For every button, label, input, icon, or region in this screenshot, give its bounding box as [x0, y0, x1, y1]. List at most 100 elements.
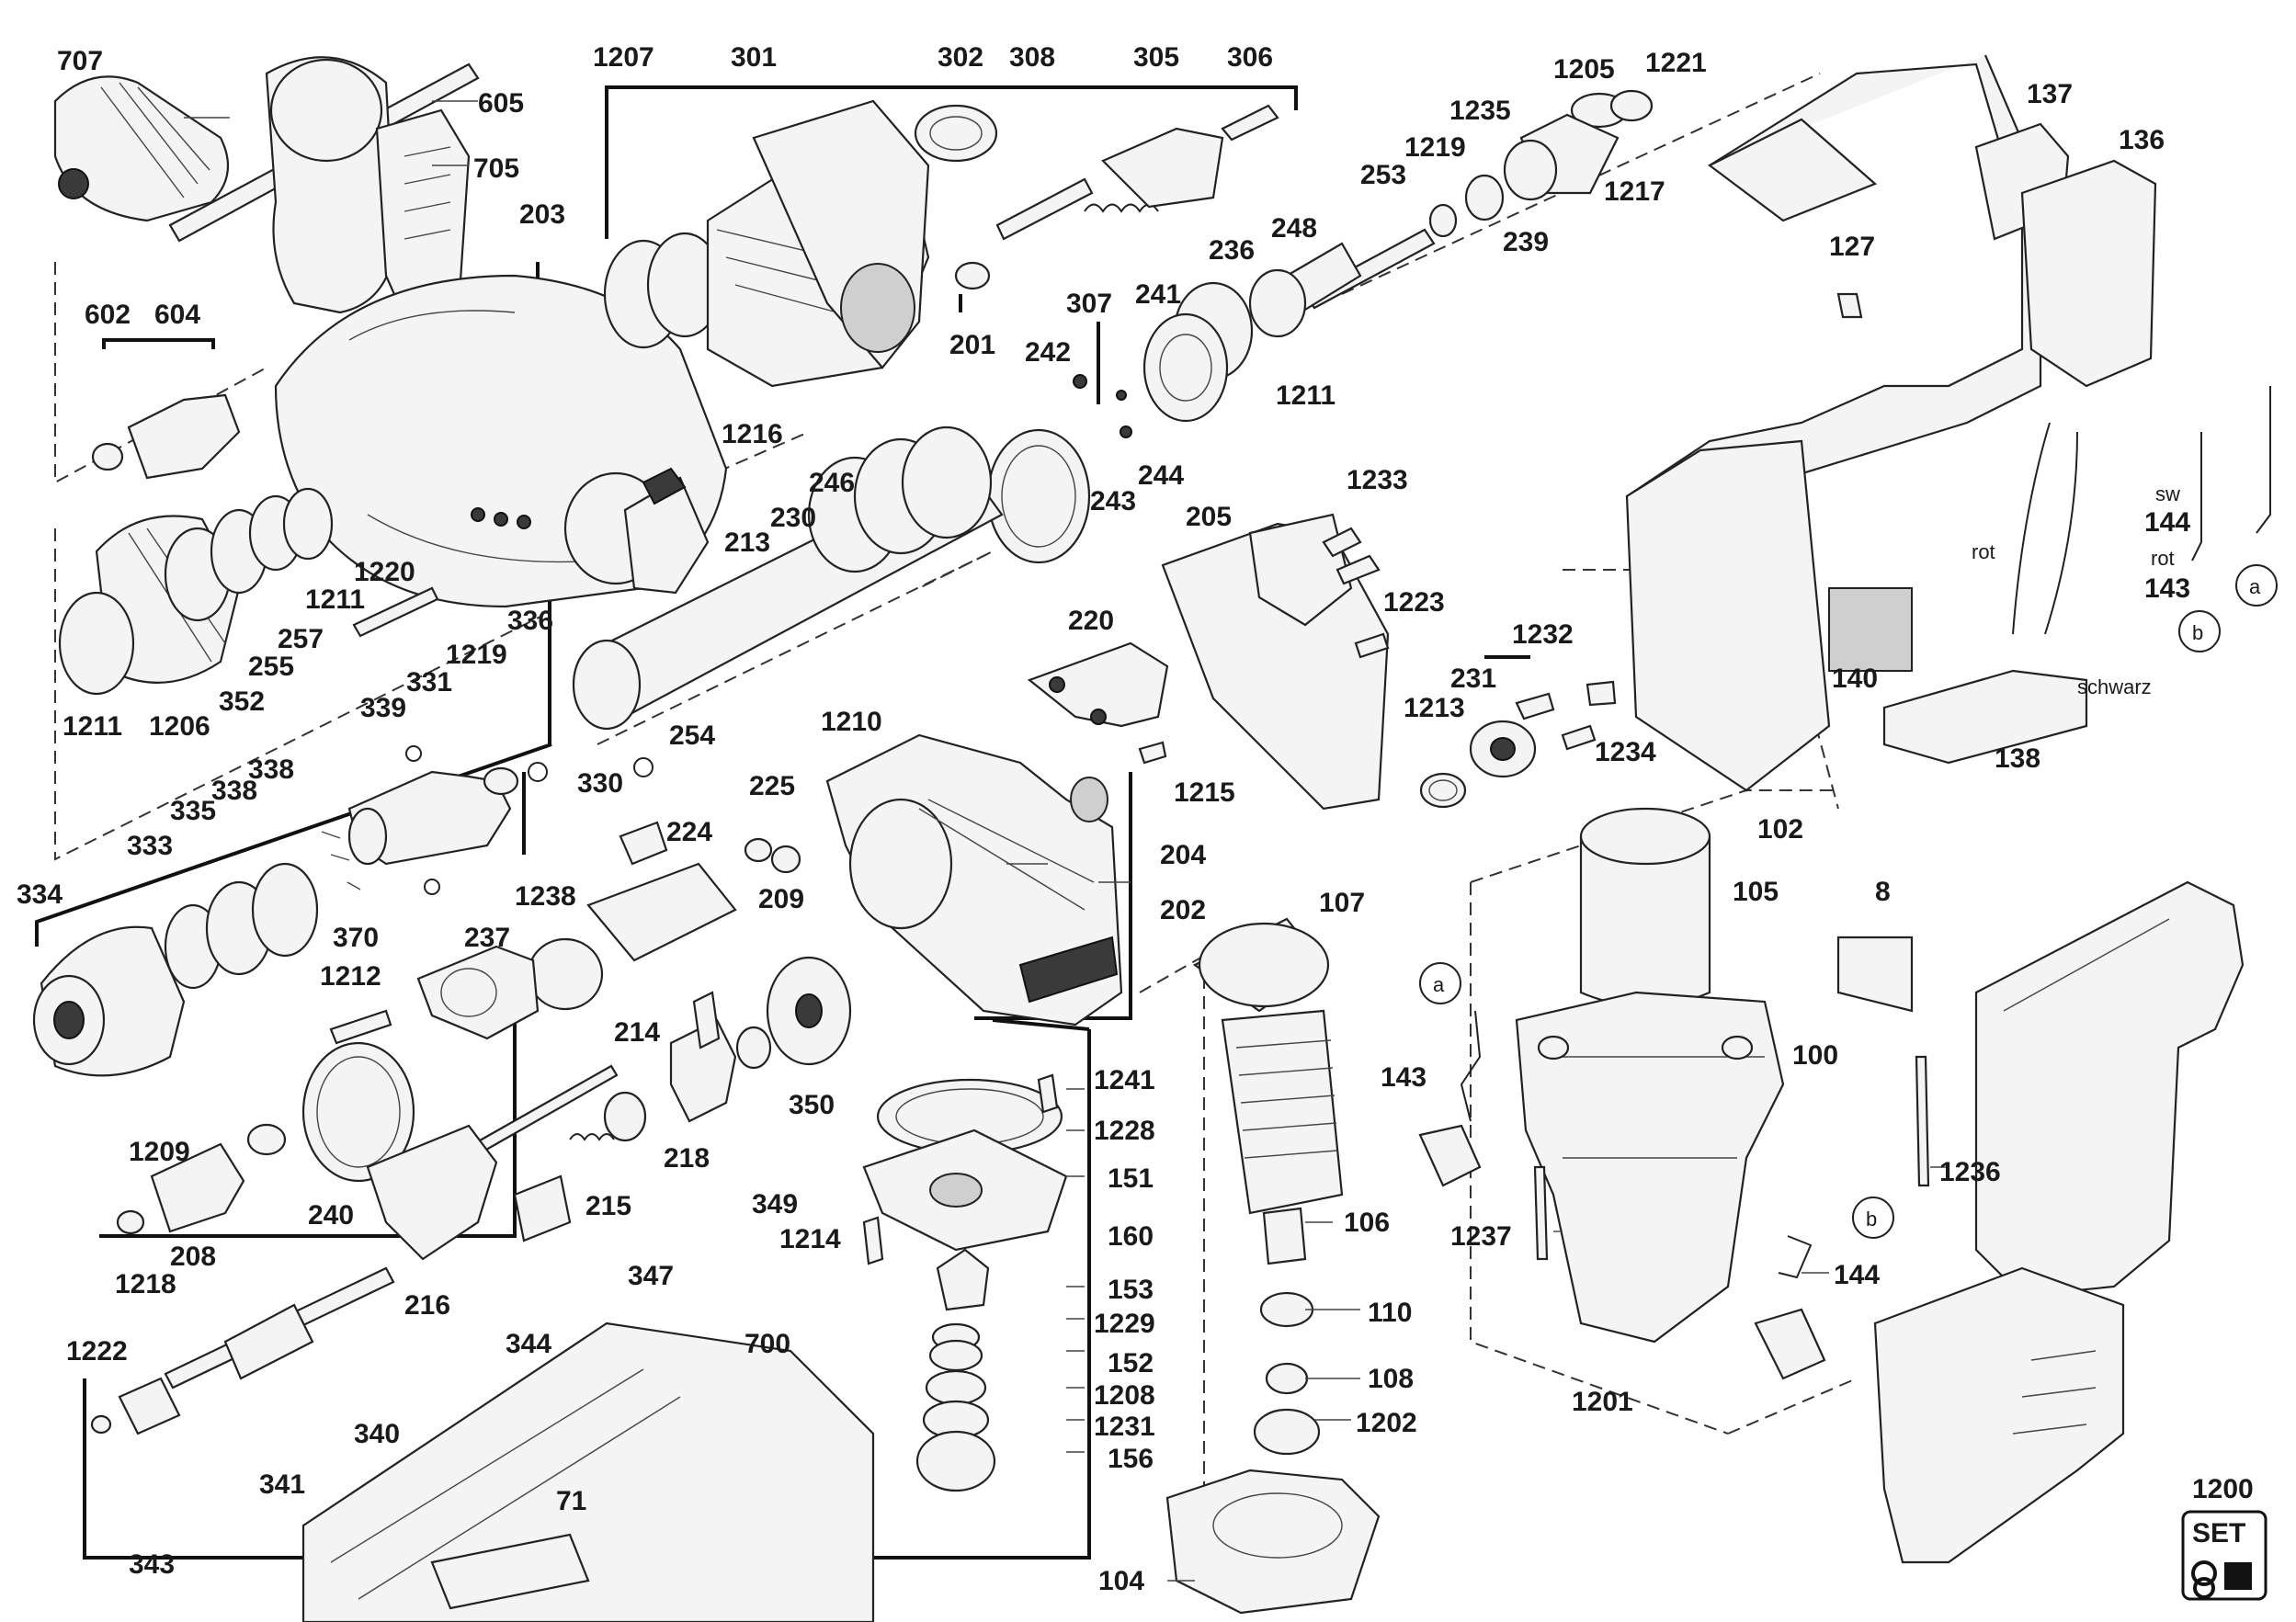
label-1207: 1207 [593, 42, 654, 73]
label-102: 102 [1757, 814, 1803, 845]
label-224: 224 [666, 817, 712, 847]
label-1211b: 1211 [305, 584, 365, 615]
ring-302 [914, 104, 998, 163]
cylinder-230 [572, 425, 1004, 777]
label-308: 308 [1009, 42, 1055, 73]
label-230: 230 [770, 503, 816, 533]
armature-107 [1165, 917, 1381, 1615]
label-1201: 1201 [1572, 1387, 1633, 1417]
label-140: 140 [1832, 664, 1878, 694]
intermediate-flange-301 [603, 99, 930, 388]
flange-231 [1419, 680, 1617, 809]
label-208: 208 [170, 1242, 216, 1272]
label-1222: 1222 [66, 1336, 128, 1367]
label-220: 220 [1068, 606, 1114, 636]
label-307: 307 [1066, 289, 1112, 319]
wire-label-rot-1: rot [1972, 540, 1995, 563]
label-335: 335 [170, 796, 216, 826]
label-160: 160 [1108, 1221, 1154, 1252]
label-339: 339 [360, 693, 406, 723]
label-1200: 1200 [2192, 1474, 2254, 1504]
label-1205: 1205 [1553, 54, 1615, 85]
label-255: 255 [248, 652, 294, 682]
stator-housing-100 [1515, 807, 1785, 1344]
label-137: 137 [2027, 79, 2073, 109]
label-152: 152 [1108, 1348, 1154, 1378]
label-156: 156 [1108, 1444, 1154, 1474]
label-106: 106 [1344, 1208, 1390, 1238]
label-1210: 1210 [821, 707, 882, 737]
label-236: 236 [1209, 235, 1255, 266]
label-243: 243 [1090, 486, 1136, 516]
leader-lines [184, 100, 1949, 1582]
label-107: 107 [1319, 888, 1365, 918]
label-231: 231 [1450, 664, 1496, 694]
selector-knob-213 [563, 467, 710, 595]
label-8: 8 [1875, 877, 1891, 907]
label-352: 352 [219, 686, 265, 717]
wire-label-sw: sw [2155, 482, 2180, 505]
label-218: 218 [664, 1143, 710, 1174]
label-1208: 1208 [1094, 1380, 1155, 1411]
label-1220: 1220 [354, 557, 415, 587]
label-244: 244 [1138, 460, 1184, 491]
label-333: 333 [127, 831, 173, 861]
label-237: 237 [464, 923, 510, 953]
label-707: 707 [57, 46, 103, 76]
callout-a-upper: a [2235, 564, 2278, 607]
label-301: 301 [731, 42, 777, 73]
adapter-604 [91, 393, 241, 480]
front-sleeve-1206 [58, 487, 334, 696]
label-1219b: 1219 [446, 640, 507, 670]
svg-text:b: b [2192, 621, 2203, 644]
screws-clips [1418, 1010, 1930, 1380]
label-209: 209 [758, 884, 804, 914]
pin-parts-224 [619, 821, 801, 874]
label-338: 338 [248, 754, 294, 785]
label-242: 242 [1025, 337, 1071, 368]
label-143a: 143 [2144, 573, 2190, 604]
label-205: 205 [1186, 502, 1232, 532]
label-203: 203 [519, 199, 565, 230]
label-1241: 1241 [1094, 1065, 1155, 1095]
label-257: 257 [278, 624, 324, 654]
label-138: 138 [1995, 743, 2040, 774]
label-705: 705 [473, 153, 519, 184]
label-246: 246 [809, 468, 855, 498]
label-1231: 1231 [1094, 1412, 1155, 1442]
label-202: 202 [1160, 895, 1206, 925]
label-136: 136 [2119, 125, 2165, 155]
label-127: 127 [1829, 232, 1875, 262]
switch-carrier-138 [1882, 669, 2088, 765]
label-700: 700 [744, 1329, 790, 1359]
label-302: 302 [938, 42, 983, 73]
label-602: 602 [85, 300, 131, 330]
switch-136 [1836, 122, 2157, 388]
label-305: 305 [1133, 42, 1179, 73]
label-143b: 143 [1381, 1062, 1426, 1093]
label-240: 240 [308, 1200, 354, 1231]
label-239: 239 [1503, 227, 1549, 257]
label-334: 334 [17, 879, 63, 910]
handle-housing-102 [1625, 54, 2042, 792]
label-sticker-8 [1836, 936, 1914, 1013]
label-100: 100 [1792, 1040, 1838, 1071]
switch-parts-305 [954, 104, 1279, 290]
label-104: 104 [1098, 1566, 1144, 1596]
part-labels: 707 605 705 203 602 604 1207 301 302 308… [17, 42, 2254, 1596]
svg-text:b: b [1866, 1208, 1877, 1231]
gear-stack-160 [862, 1073, 1068, 1492]
label-214: 214 [614, 1017, 660, 1048]
label-108: 108 [1368, 1364, 1414, 1394]
label-216: 216 [404, 1290, 450, 1321]
label-241: 241 [1135, 279, 1181, 310]
label-347: 347 [628, 1261, 674, 1291]
callout-b-upper: b [2178, 610, 2221, 652]
label-1215: 1215 [1174, 777, 1235, 808]
wire-label-schwarz: schwarz [2077, 675, 2152, 698]
cover-205 [1161, 513, 1390, 811]
label-341: 341 [259, 1469, 305, 1500]
label-253: 253 [1360, 160, 1406, 190]
label-1235: 1235 [1449, 96, 1511, 126]
svg-text:a: a [2249, 575, 2261, 598]
